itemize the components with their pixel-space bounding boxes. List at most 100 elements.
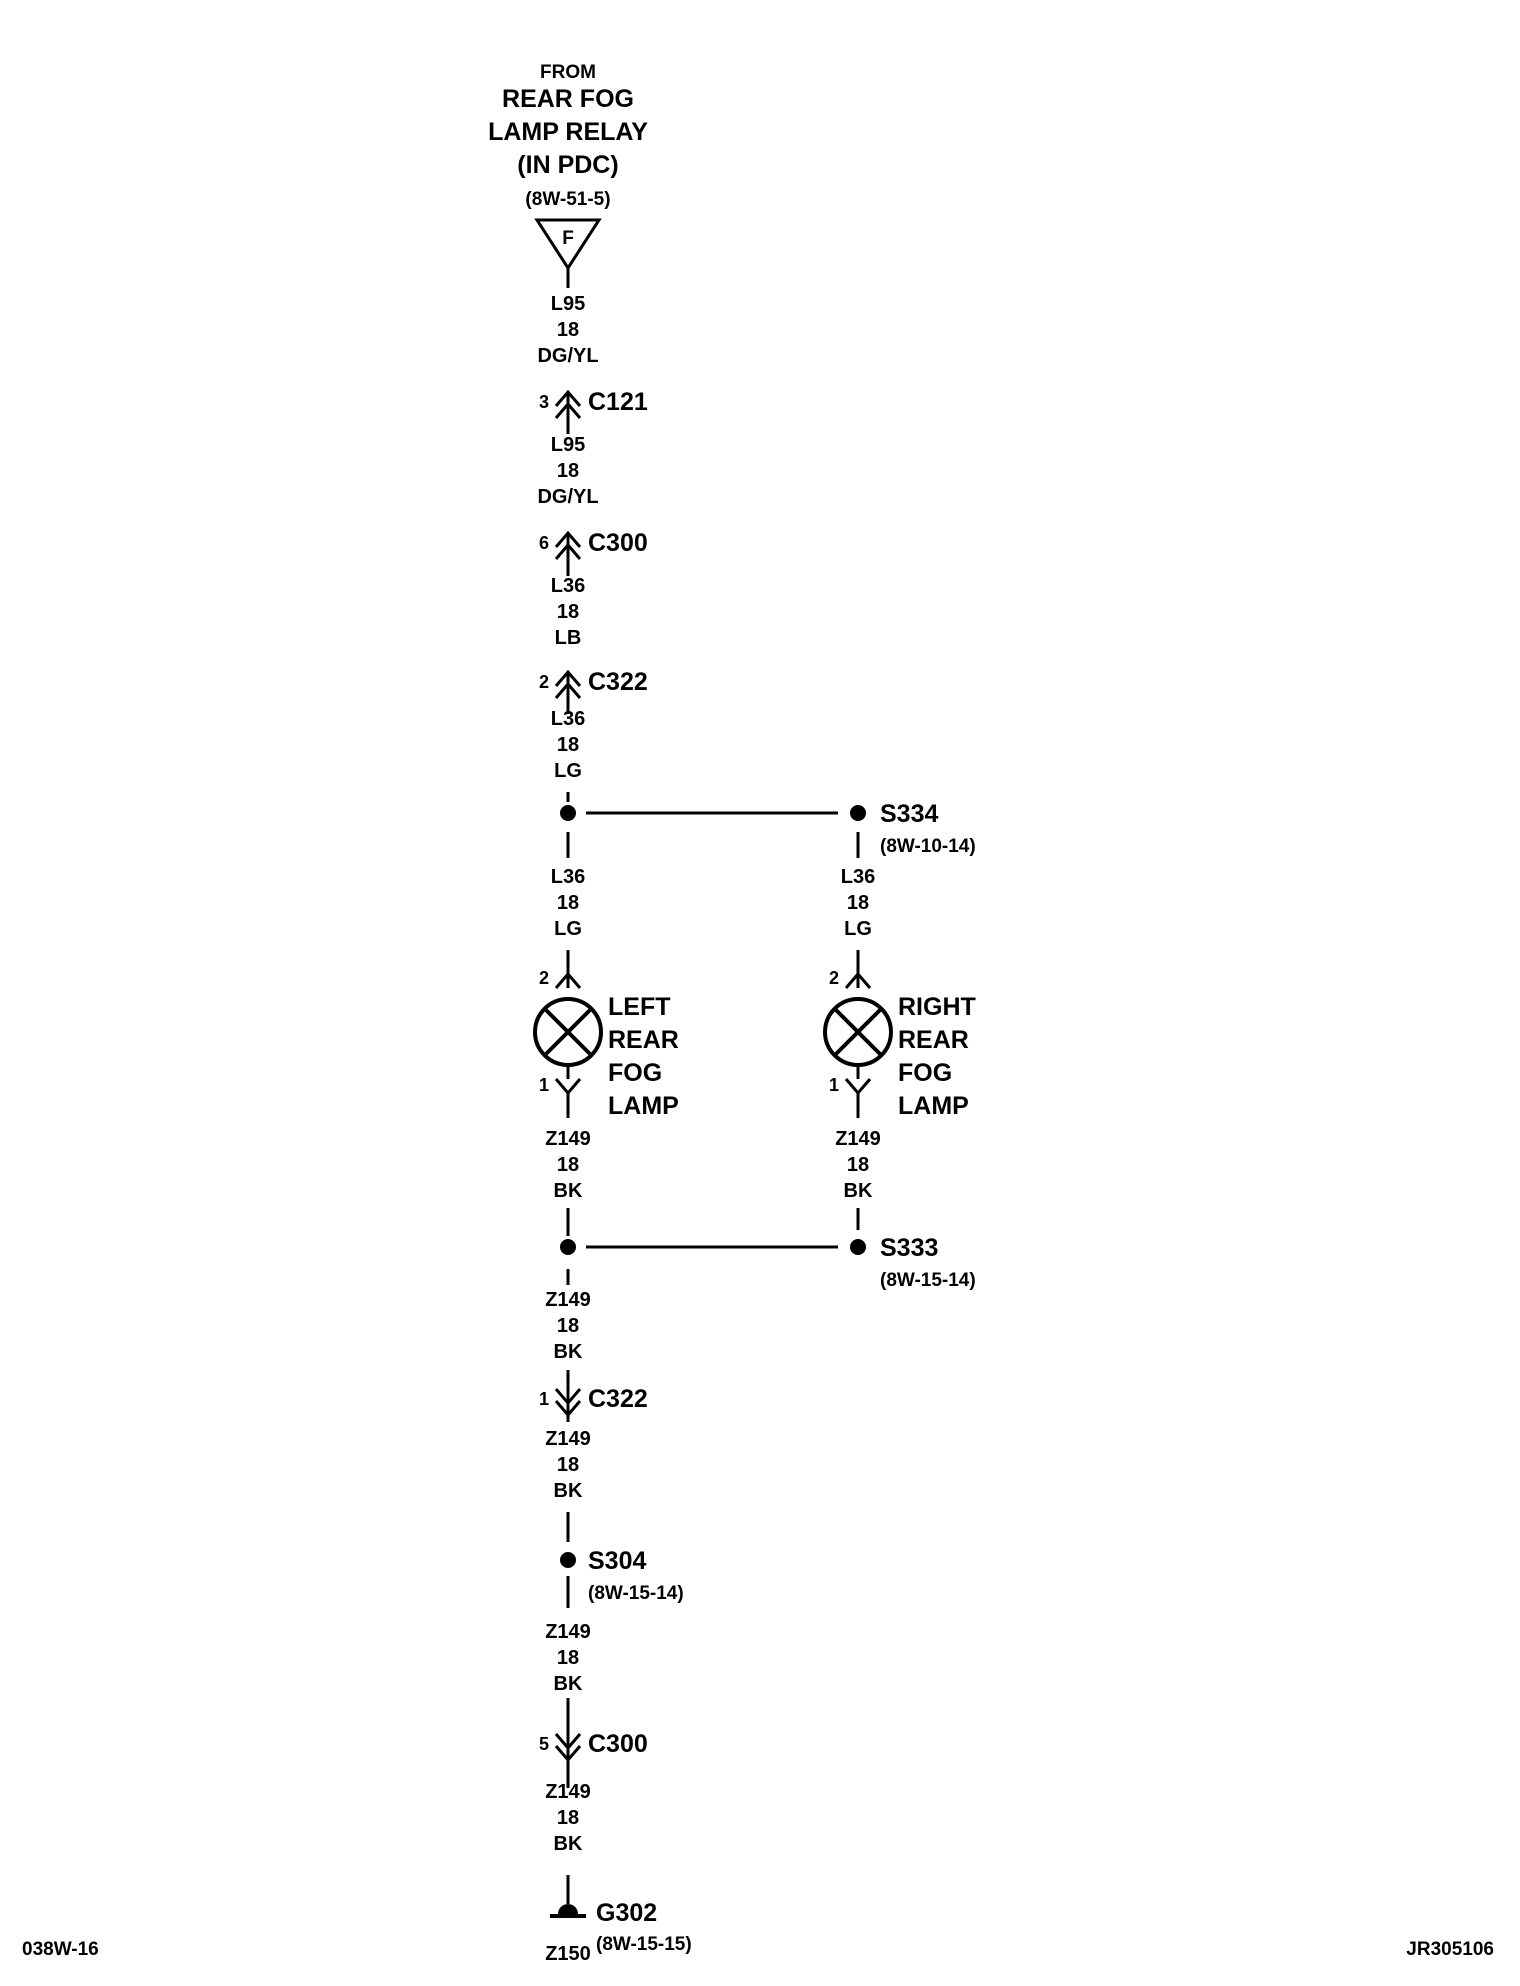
lamp-bulb-icon [533, 997, 603, 1067]
wire-circuit: L36 [551, 575, 585, 597]
wire-gauge: 18 [557, 734, 579, 756]
splice-dot [560, 1239, 576, 1255]
wire-gauge: 18 [557, 460, 579, 482]
wire-circuit: Z150 [545, 1943, 591, 1965]
splice-dot [560, 805, 576, 821]
source-name-line: LAMP RELAY [488, 118, 648, 146]
wire-circuit: Z149 [545, 1128, 591, 1150]
wire-gauge: 18 [557, 1154, 579, 1176]
lamp-pin-top: 2 [829, 968, 839, 988]
lamp-name-line: FOG [898, 1059, 952, 1087]
wire-label-10: Z149 18 BK [545, 1621, 591, 1695]
connector-c322-bottom: 1 C322 [539, 1370, 648, 1418]
wire-circuit: Z149 [545, 1781, 591, 1803]
connector-name: C322 [588, 1385, 648, 1413]
right-rear-fog-lamp: 2 1 RIGHT REAR FOG LAMP [823, 962, 976, 1120]
wire-gauge: 18 [847, 892, 869, 914]
splice-ref: (8W-10-14) [880, 836, 976, 857]
wire-color: BK [554, 1833, 583, 1855]
source-name-line: REAR FOG [502, 85, 634, 113]
wire-color: LG [554, 760, 582, 782]
wire-label-2: L36 18 LB [551, 575, 585, 649]
connector-icon [554, 389, 582, 428]
wire-circuit: L95 [551, 293, 585, 315]
connector-icon [554, 1376, 582, 1418]
wire-circuit: Z149 [545, 1289, 591, 1311]
ground-name: G302 [596, 1899, 657, 1927]
right-branch-wire [586, 811, 860, 1249]
wire-circuit: L36 [841, 866, 875, 888]
splice-ref: (8W-15-14) [880, 1270, 976, 1291]
connector-name: C121 [588, 388, 648, 416]
splice-name: S334 [880, 800, 938, 828]
wire-label-0: L95 18 DG/YL [537, 293, 598, 367]
lamp-terminal-icon [554, 1078, 582, 1096]
connector-c121: 3 C121 [539, 388, 648, 428]
wire-label-6: Z149 18 BK [545, 1128, 591, 1202]
ground-icon [550, 1904, 586, 1918]
wire-label-4: L36 18 LG [551, 866, 585, 940]
wire-gauge: 18 [557, 319, 579, 341]
splice-ref: (8W-15-14) [588, 1583, 684, 1604]
wire-circuit: Z149 [545, 1428, 591, 1450]
wire-gauge: 18 [847, 1154, 869, 1176]
wire-gauge: 18 [557, 1647, 579, 1669]
lamp-name-line: LAMP [608, 1092, 679, 1120]
fuse-triangle-icon: F [534, 218, 602, 271]
wire-color: BK [554, 1180, 583, 1202]
connector-name: C322 [588, 668, 648, 696]
wire-label-11: Z149 18 BK [545, 1781, 591, 1855]
wire-gauge: 18 [557, 1454, 579, 1476]
wire-gauge: 18 [557, 892, 579, 914]
wire-gauge: 18 [557, 1315, 579, 1337]
figure-code-right: JR305106 [1406, 1939, 1494, 1960]
wire-gauge: 18 [557, 601, 579, 623]
wire-color: LG [844, 918, 872, 940]
splice-s333: S333 (8W-15-14) [560, 1234, 976, 1291]
ground-g302: G302 (8W-15-15) [550, 1882, 692, 1955]
lamp-pin-bottom: 1 [539, 1075, 549, 1095]
connector-c300-top: 6 C300 [539, 529, 648, 569]
connector-icon [554, 669, 582, 708]
wire-color: LB [555, 627, 582, 649]
wire-label-12: Z150 [545, 1943, 591, 1965]
connector-c300-bottom: 5 C300 [539, 1728, 648, 1782]
connector-pin: 3 [539, 392, 549, 412]
lamp-name-line: REAR [608, 1026, 679, 1054]
lamp-name-line: LAMP [898, 1092, 969, 1120]
connector-icon [554, 530, 582, 569]
lamp-name-line: FOG [608, 1059, 662, 1087]
connector-pin: 5 [539, 1734, 549, 1754]
connector-pin: 1 [539, 1389, 549, 1409]
wire-label-5: L36 18 LG [841, 866, 875, 940]
connector-name: C300 [588, 1730, 648, 1758]
wire-circuit: Z149 [835, 1128, 881, 1150]
wire-circuit: L95 [551, 434, 585, 456]
lamp-pin-top: 2 [539, 968, 549, 988]
lamp-bulb-icon [823, 997, 893, 1067]
lamp-name-line: LEFT [608, 993, 671, 1021]
wire-gauge: 18 [557, 1807, 579, 1829]
source-label: FROM REAR FOG LAMP RELAY (IN PDC) (8W-51… [488, 62, 648, 210]
wire-label-3: L36 18 LG [551, 708, 585, 782]
wire-circuit: L36 [551, 866, 585, 888]
splice-dot [560, 1552, 576, 1568]
source-from-label: FROM [540, 62, 596, 83]
splice-s304: S304 (8W-15-14) [560, 1547, 684, 1604]
connector-pin: 6 [539, 533, 549, 553]
source-name-line: (IN PDC) [517, 151, 618, 179]
wire-label-1: L95 18 DG/YL [537, 434, 598, 508]
wire-color: BK [844, 1180, 873, 1202]
splice-dot [850, 805, 866, 821]
wire-color: BK [554, 1480, 583, 1502]
wire-label-9: Z149 18 BK [545, 1428, 591, 1502]
left-rear-fog-lamp: 2 1 LEFT REAR FOG LAMP [533, 962, 679, 1120]
wire-circuit: L36 [551, 708, 585, 730]
lamp-terminal-icon [844, 1078, 872, 1096]
lamp-name-line: RIGHT [898, 993, 976, 1021]
fuse-letter: F [562, 228, 574, 249]
connector-c322-top: 2 C322 [539, 668, 648, 708]
ground-ref: (8W-15-15) [596, 1934, 692, 1955]
wire-color: BK [554, 1341, 583, 1363]
